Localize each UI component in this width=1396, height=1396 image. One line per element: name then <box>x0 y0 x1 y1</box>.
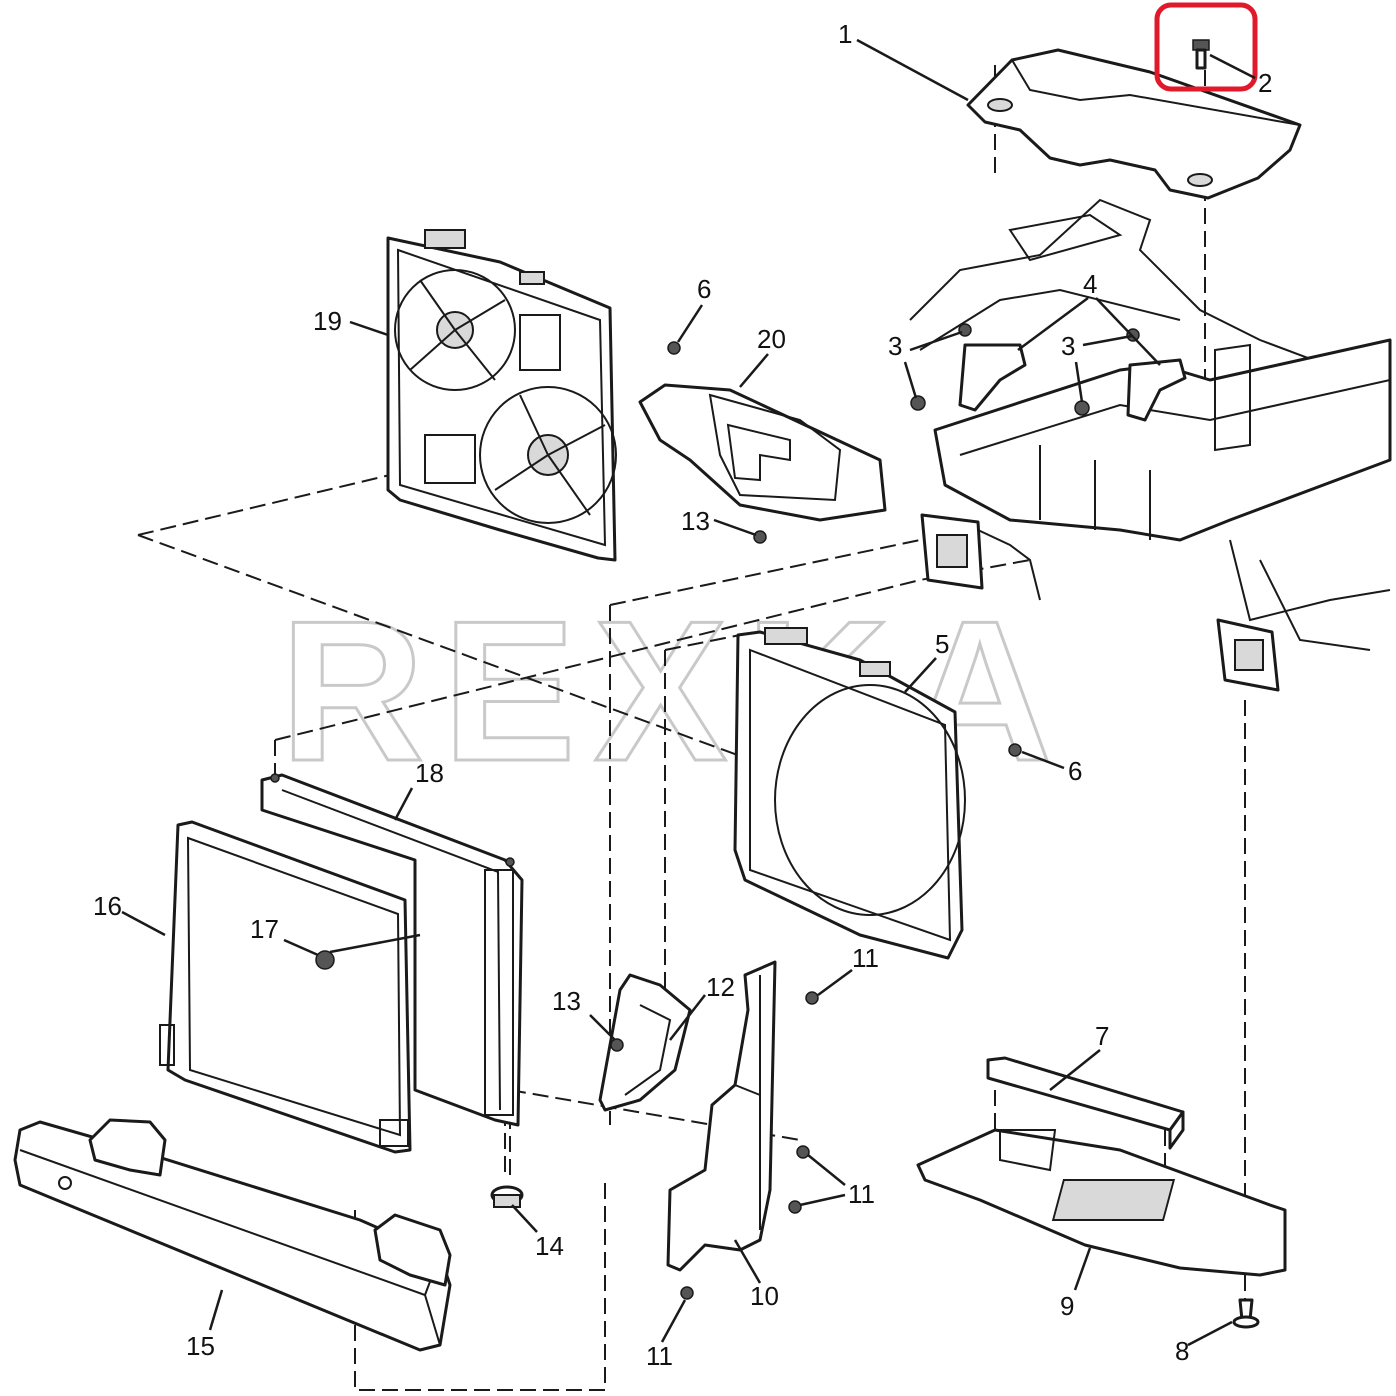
highlight-box <box>1154 2 1258 92</box>
callout-7: 7 <box>1095 1021 1109 1051</box>
part-20-air-baffle <box>638 383 887 522</box>
callout-13-lower: 13 <box>552 986 581 1016</box>
callout-9: 9 <box>1060 1291 1074 1321</box>
part-10-side-deflector <box>666 960 777 1272</box>
callout-11-middle: 11 <box>848 1179 875 1209</box>
part-5-fan-shroud <box>733 627 966 960</box>
part-6-fastener-lower <box>1008 743 1022 757</box>
callout-18: 18 <box>415 758 444 788</box>
callout-1: 1 <box>838 19 852 49</box>
callout-3-right: 3 <box>1061 331 1075 361</box>
part-11-fasteners <box>680 991 819 1300</box>
part-7-seal <box>986 1056 1185 1150</box>
part-2-push-pin <box>1154 2 1258 92</box>
callout-leader-lines <box>121 38 1256 1347</box>
callout-11-lower: 11 <box>646 1341 673 1371</box>
part-4-brackets <box>958 343 1187 422</box>
vehicle-front-structure <box>909 198 1392 692</box>
callout-14: 14 <box>535 1231 564 1261</box>
callout-5: 5 <box>935 629 949 659</box>
callout-4: 4 <box>1083 269 1097 299</box>
part-15-impact-bar <box>13 1118 452 1352</box>
part-1-upper-cover <box>966 48 1302 200</box>
callout-6-lower: 6 <box>1068 756 1082 786</box>
callout-2: 2 <box>1258 68 1272 98</box>
callout-16: 16 <box>93 891 122 921</box>
callout-15: 15 <box>186 1331 215 1361</box>
callout-3-left: 3 <box>888 331 902 361</box>
callout-19: 19 <box>313 306 342 336</box>
part-8-fastener <box>1232 1298 1260 1329</box>
part-16-condenser <box>159 820 412 1154</box>
part-14-insulator <box>490 1185 524 1208</box>
callout-labels: 1 2 3 3 4 5 6 6 7 8 9 10 11 11 11 12 13 … <box>93 19 1272 1371</box>
callout-11-upper: 11 <box>852 943 879 973</box>
part-18-radiator <box>260 773 524 1127</box>
part-19-fan-assembly <box>386 229 617 562</box>
part-13-fastener-upper <box>753 530 767 544</box>
callout-12: 12 <box>706 972 735 1002</box>
part-12-deflector <box>598 973 692 1112</box>
part-13-fastener-lower <box>610 1038 624 1052</box>
callout-20: 20 <box>757 324 786 354</box>
part-6-fastener-upper <box>667 341 681 355</box>
callout-8: 8 <box>1175 1336 1189 1366</box>
part-9-lower-shield <box>916 1128 1287 1277</box>
part-17-bolt <box>315 950 335 970</box>
callout-6-upper: 6 <box>697 274 711 304</box>
callout-17: 17 <box>250 914 279 944</box>
callout-13-upper: 13 <box>681 506 710 536</box>
callout-10: 10 <box>750 1281 779 1311</box>
